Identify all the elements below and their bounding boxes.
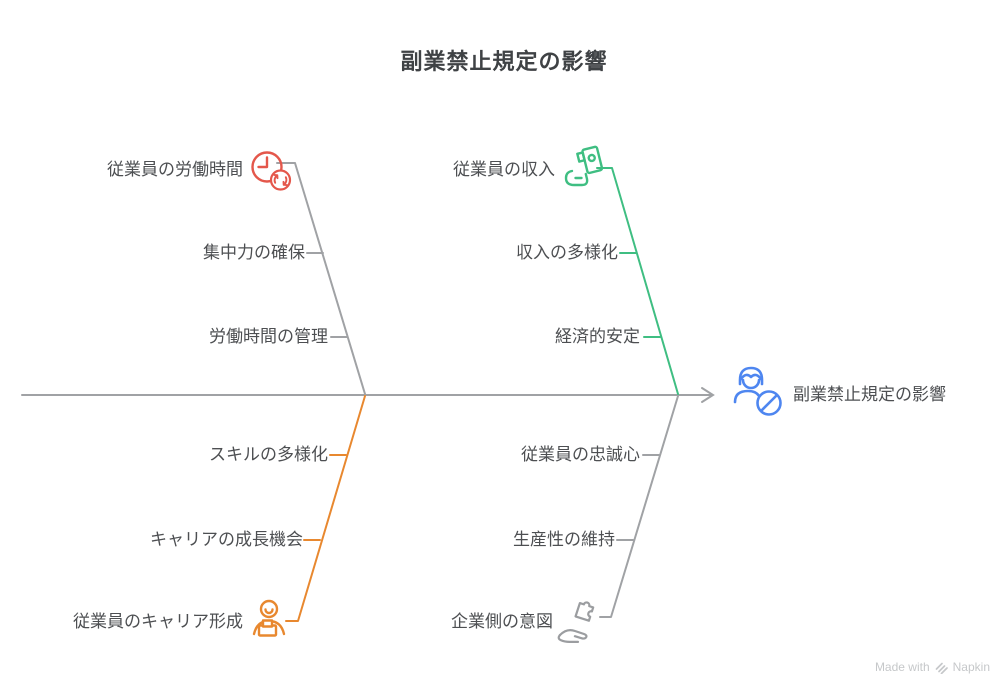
- branch-line-working-hours: [276, 162, 366, 395]
- diagram-title: 副業禁止規定の影響: [400, 49, 608, 74]
- effect-label: 副業禁止規定の影響: [793, 385, 946, 404]
- branch-label-career: 従業員のキャリア形成: [73, 612, 243, 631]
- person-prohibition-icon: [733, 366, 782, 416]
- branch-line-income: [596, 167, 679, 395]
- branch-item: キャリアの成長機会: [150, 530, 303, 549]
- clock-refresh-icon: [251, 151, 292, 191]
- person-at-desk-icon: [252, 599, 286, 637]
- branch-label-working-hours: 従業員の労働時間: [107, 160, 243, 179]
- branch-line-company: [599, 395, 679, 618]
- spine-line: [21, 387, 715, 403]
- watermark-prefix: Made with: [874, 660, 930, 674]
- branch-item: 従業員の忠誠心: [521, 445, 640, 464]
- branch-item: 収入の多様化: [516, 243, 618, 262]
- money-in-hand-icon: [564, 145, 604, 187]
- branch-item: 経済的安定: [555, 327, 640, 346]
- branch-item: スキルの多様化: [209, 445, 328, 464]
- branch-item: 集中力の確保: [203, 243, 305, 262]
- branch-label-company: 企業側の意図: [451, 612, 553, 631]
- napkin-logo-icon: [935, 662, 948, 674]
- branch-label-income: 従業員の収入: [453, 160, 555, 179]
- hand-puzzle-icon: [557, 601, 595, 643]
- spine-arrowhead: [701, 387, 715, 403]
- watermark-brand: Napkin: [952, 660, 990, 674]
- watermark: Made with Napkin: [875, 660, 990, 674]
- branch-item: 生産性の維持: [513, 530, 615, 549]
- branch-item: 労働時間の管理: [209, 327, 328, 346]
- branch-line-career: [285, 395, 366, 622]
